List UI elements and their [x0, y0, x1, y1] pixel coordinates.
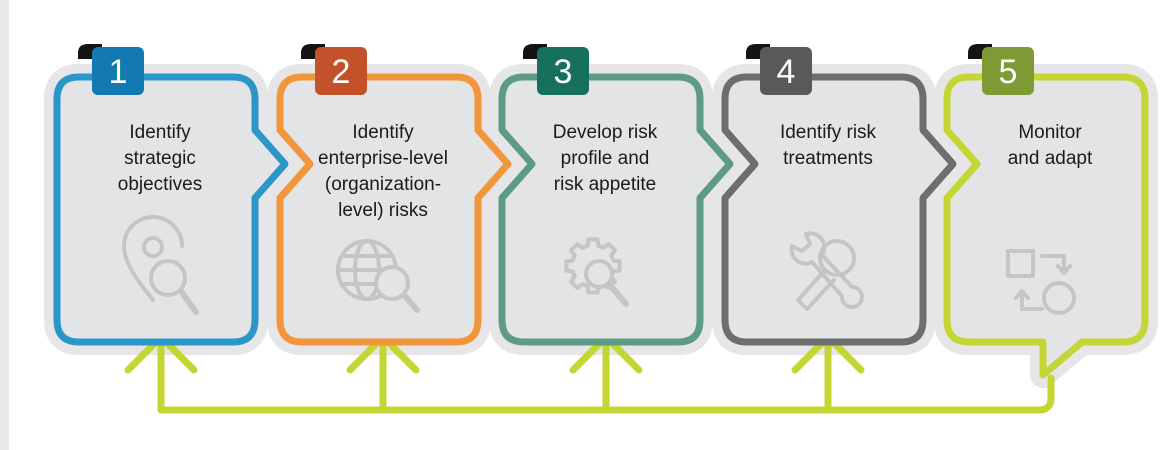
step-title-line: Identify — [352, 122, 414, 143]
step-title-line: Develop risk — [553, 122, 658, 143]
step-title-line: Identify risk — [780, 122, 877, 143]
feedback-line — [157, 374, 1055, 414]
gear-search-icon — [564, 237, 629, 307]
map-pin-search-icon — [122, 215, 199, 315]
step-title-line: and adapt — [1008, 148, 1093, 169]
step-title-line: objectives — [118, 174, 203, 195]
step-number: 1 — [109, 53, 128, 91]
globe-search-icon — [336, 239, 420, 313]
step-title-line: (organization- — [325, 174, 441, 195]
step-number-badge — [537, 47, 589, 95]
step-number: 3 — [554, 53, 573, 91]
step-title-line: level) risks — [338, 200, 428, 221]
wrench-key-icon — [789, 231, 864, 311]
step-number: 2 — [332, 53, 351, 91]
step-title-line: risk appetite — [554, 174, 656, 195]
step-number: 4 — [777, 53, 796, 91]
adapt-cycle-icon — [1006, 249, 1076, 315]
step-title-line: Monitor — [1018, 122, 1082, 143]
step-number-badge — [92, 47, 144, 95]
step-number-badge — [760, 47, 812, 95]
step-panel — [721, 73, 957, 346]
step-number-badge — [982, 47, 1034, 95]
step-title-line: treatments — [783, 148, 873, 169]
step-title-line: Identify — [129, 122, 191, 143]
step-panel — [943, 73, 1149, 379]
step-title-line: profile and — [561, 148, 650, 169]
step-panel — [498, 73, 734, 346]
step-number: 5 — [999, 53, 1018, 91]
step-title-line: enterprise-level — [318, 148, 448, 169]
step-number-badge — [315, 47, 367, 95]
step-title-line: strategic — [124, 148, 196, 169]
step-panel — [53, 73, 289, 346]
